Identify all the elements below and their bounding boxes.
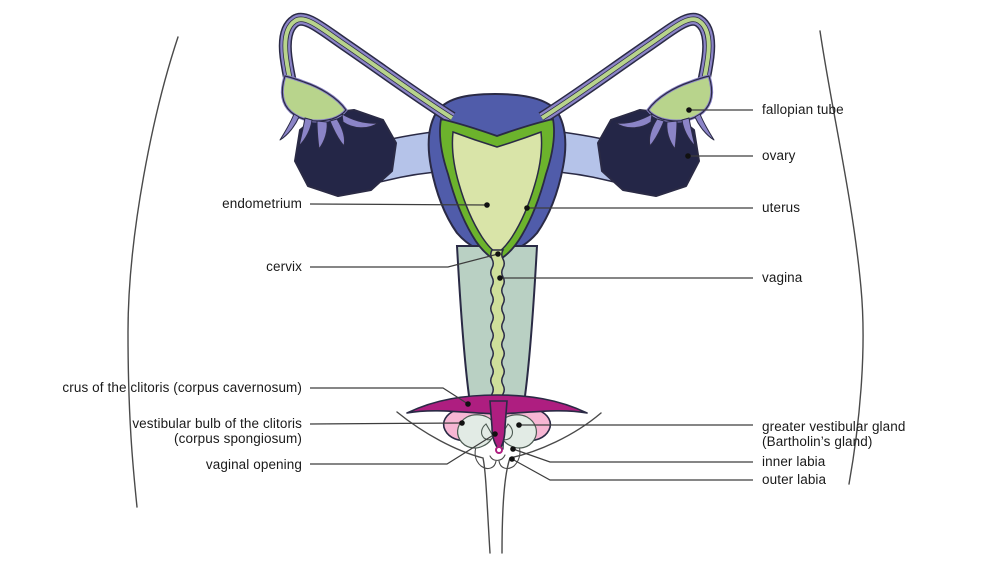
infundibulum-outline (281, 75, 347, 122)
tube-band (278, 12, 456, 124)
fimbria (279, 113, 300, 141)
label-cervix: cervix (266, 259, 302, 274)
label-uterus: uterus (762, 200, 801, 215)
leader-vestibular-bulb (309, 422, 463, 425)
label-crus: crus of the clitoris (corpus cavernosum) (62, 380, 302, 395)
label-vestibular-bulb-line1: vestibular bulb of the clitoris (132, 416, 302, 431)
fimbria (298, 117, 313, 147)
fimbria (341, 113, 379, 129)
clitoral-body (489, 400, 508, 452)
label-vestibular-bulb-line2: (corpus spongiosum) (174, 431, 302, 446)
leader-cervix (310, 253, 499, 268)
dot-vaginal-opening (492, 431, 498, 437)
leader-crus (310, 387, 469, 405)
left-fallopian-tube (278, 12, 456, 150)
dot-endometrium (484, 202, 490, 208)
dot-ovary (685, 153, 691, 159)
label-greater-vestibular-gland: greater vestibular gland (Bartholin’s gl… (762, 419, 905, 449)
label-outer-labia: outer labia (762, 472, 827, 487)
infundibulum (280, 74, 348, 123)
leader-endometrium (309, 203, 488, 206)
label-vestibular-bulb: vestibular bulb of the clitoris (corpus … (132, 416, 302, 446)
clitoral-glans (495, 446, 503, 454)
label-vaginal-opening: vaginal opening (205, 457, 302, 472)
fimbria (316, 120, 328, 150)
dot-crus (465, 401, 471, 407)
leader-inner-labia (512, 448, 753, 463)
center-fold-outline (489, 454, 506, 461)
leader-lines (309, 109, 753, 481)
fimbriae (279, 113, 379, 150)
dot-inner-labia (510, 446, 516, 452)
dot-outer-labia (509, 456, 515, 462)
label-inner-labia: inner labia (762, 454, 826, 469)
leader-outer-labia (511, 458, 753, 481)
left-labial-fold-outline (474, 440, 497, 470)
label-endometrium: endometrium (222, 196, 302, 211)
dot-fallopian-tube (686, 107, 692, 113)
anchor-dots (459, 107, 692, 462)
left-groin-outline (396, 411, 491, 554)
dot-uterus (524, 205, 530, 211)
left-vestibule-fold (481, 423, 494, 441)
dot-vestibular-bulb (459, 420, 465, 426)
label-vagina: vagina (762, 270, 803, 285)
dot-gland (516, 422, 522, 428)
label-gland-line2: (Bartholin’s gland) (762, 434, 873, 449)
leader-vaginal-opening (310, 433, 496, 465)
fimbria (329, 118, 345, 147)
right-hip-outline (819, 30, 864, 485)
label-ovary: ovary (762, 148, 796, 163)
tube-canal (283, 17, 454, 120)
dot-cervix (495, 251, 501, 257)
label-fallopian-tube: fallopian tube (762, 102, 844, 117)
label-gland-line1: greater vestibular gland (762, 419, 906, 434)
left-hip-outline (127, 36, 179, 508)
dot-vagina (497, 275, 503, 281)
uterine-cavity (451, 130, 543, 254)
